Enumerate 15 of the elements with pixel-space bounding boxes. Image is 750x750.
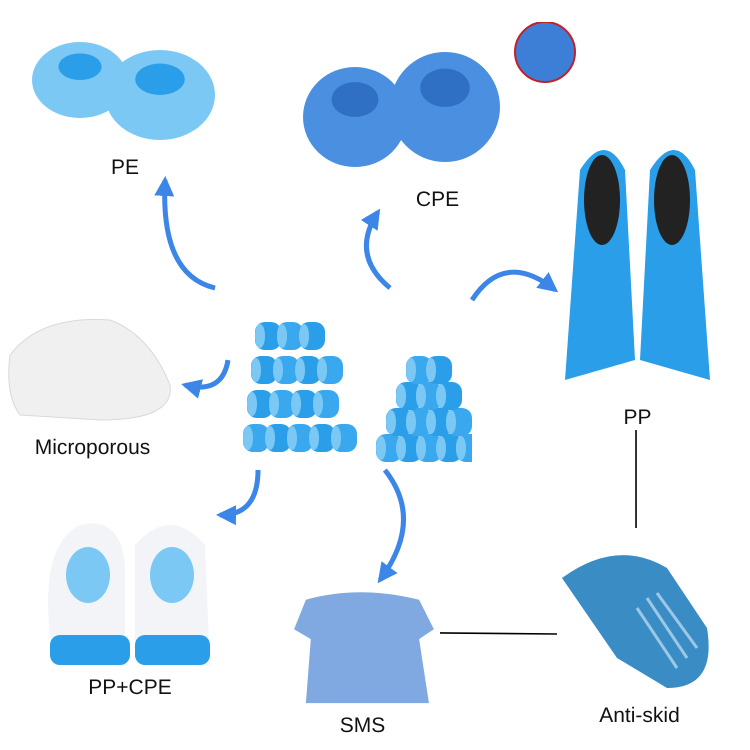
curved-arrow <box>470 270 558 302</box>
material-label: Anti-skid <box>599 704 680 728</box>
curved-arrow <box>216 470 260 524</box>
connector-line <box>440 632 557 635</box>
material-label: PP <box>623 406 652 430</box>
curved-arrow <box>154 176 216 290</box>
curved-arrow <box>361 208 392 290</box>
curved-arrow <box>378 468 406 584</box>
material-label: CPE <box>416 188 460 212</box>
material-label: PP+CPE <box>88 676 172 700</box>
material-label: Microporous <box>34 436 150 460</box>
curved-arrow <box>181 360 230 398</box>
material-label: PE <box>110 156 139 180</box>
connector-line <box>635 430 637 528</box>
material-label: SMS <box>340 714 386 738</box>
